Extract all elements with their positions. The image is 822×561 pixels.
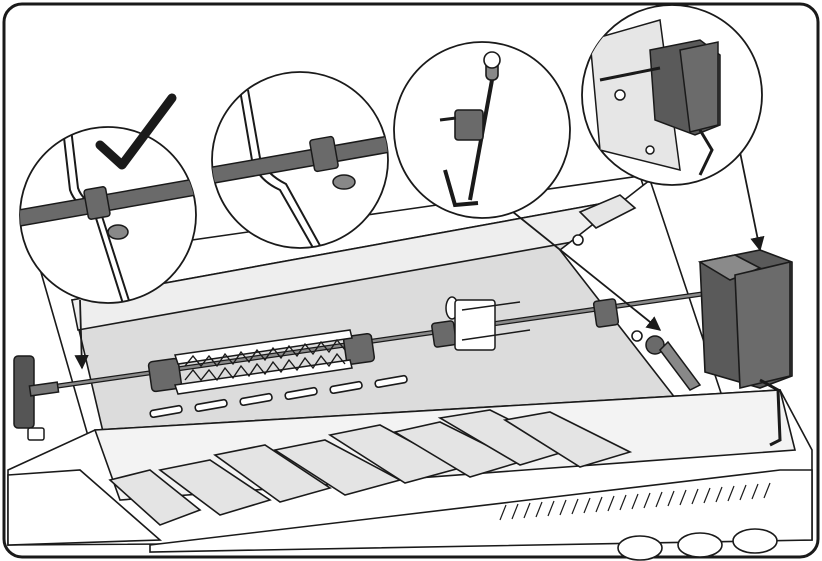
motor-mount-plate xyxy=(578,194,637,229)
detail-callout-3 xyxy=(393,41,571,219)
lid-vent-slots xyxy=(149,374,408,419)
control-knobs xyxy=(617,528,778,561)
control-panel-slots xyxy=(499,482,771,521)
detail-callout-4 xyxy=(581,4,763,186)
grill-body xyxy=(7,175,813,561)
counterbalance-icon xyxy=(454,299,531,351)
detail-callout-2 xyxy=(211,71,389,249)
spit-assembly xyxy=(13,287,731,441)
rotisserie-motor-icon xyxy=(697,249,793,447)
arrow-motor xyxy=(739,151,765,252)
checkmark-icon xyxy=(95,93,177,170)
detail-callout-1 xyxy=(19,93,197,304)
arrow-bracket xyxy=(507,207,662,331)
spit-handle-icon xyxy=(13,355,60,441)
skewer-pattern xyxy=(184,338,346,368)
forks-icon xyxy=(147,329,376,395)
arrow-handle xyxy=(74,299,89,370)
instruction-arrows xyxy=(74,151,765,370)
side-shelf xyxy=(7,469,163,546)
heat-plates xyxy=(108,409,633,526)
control-panel xyxy=(149,469,813,553)
